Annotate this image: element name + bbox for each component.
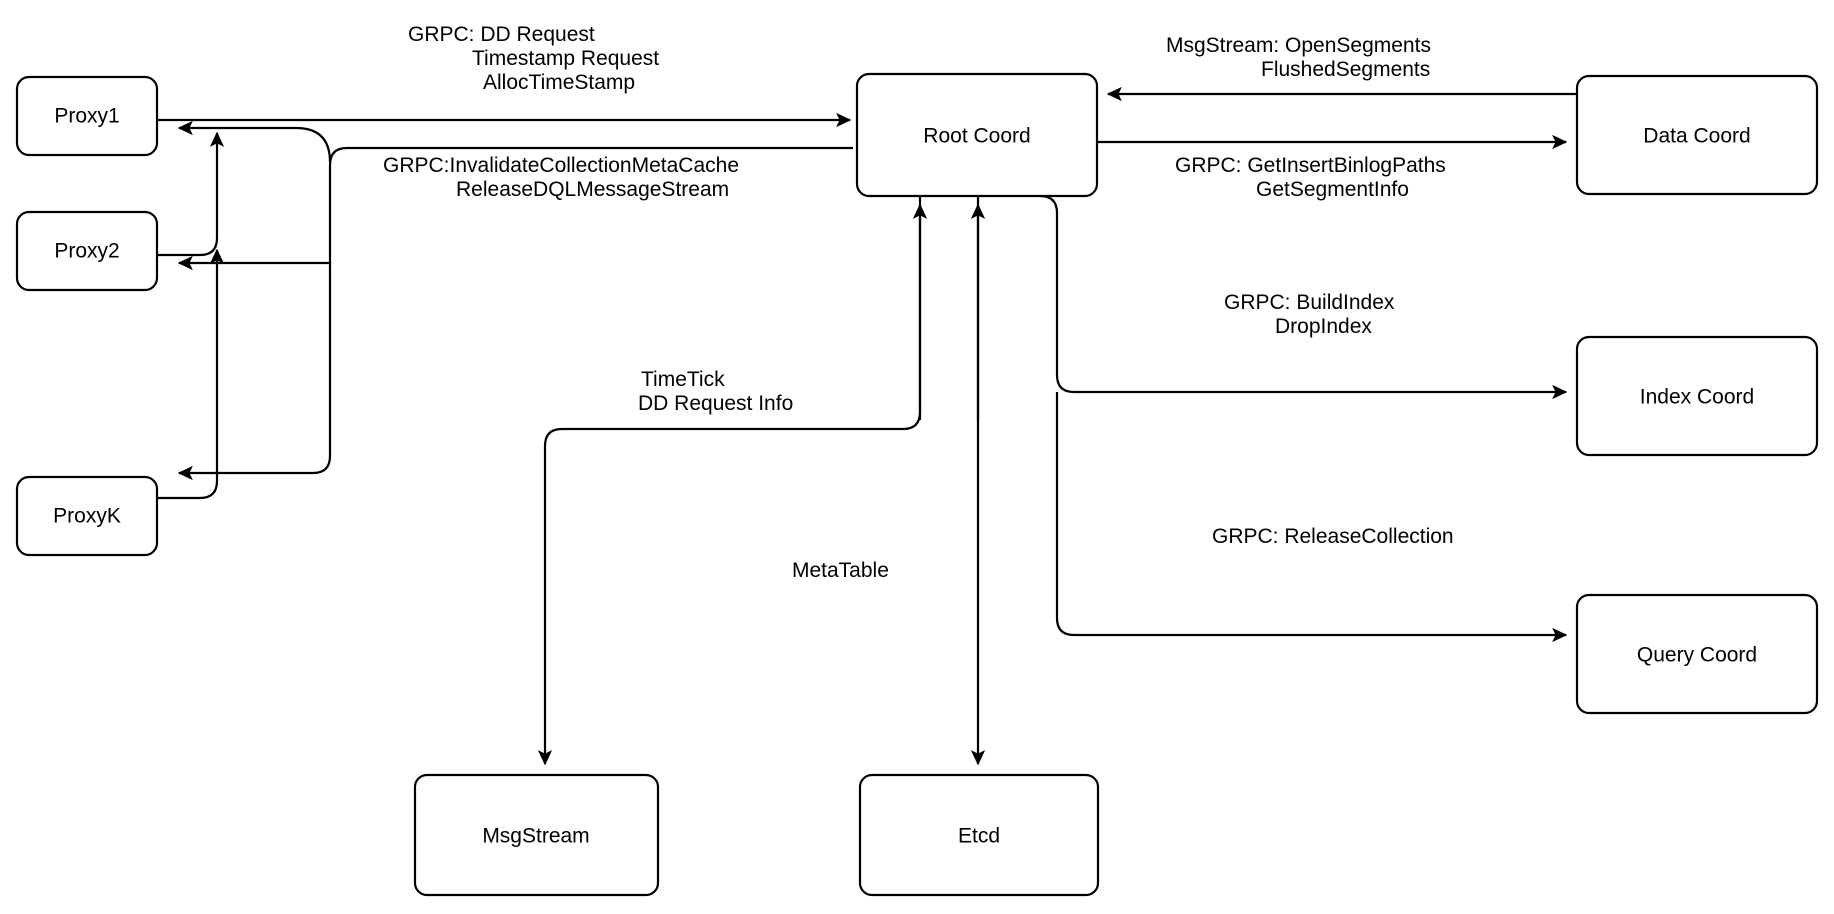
node-rootcoord-label: Root Coord [923,125,1030,148]
edge-label-datacoord-to-root: MsgStream: OpenSegments FlushedSegments [1166,34,1431,81]
edge-label-root-to-msgstream-line-1: TimeTick [641,368,725,391]
edge-label-root-to-datacoord-line-2: GetSegmentInfo [1256,178,1409,201]
node-etcd-label: Etcd [958,825,1000,848]
node-rootcoord[interactable]: Root Coord [855,72,1099,198]
edge-rootcoord-to-querycoord[interactable] [1055,392,1568,643]
edge-rootcoord-to-proxyk[interactable] [177,146,853,481]
edge-label-root-to-querycoord: GRPC: ReleaseCollection [1212,525,1454,548]
node-proxy1[interactable]: Proxy1 [15,75,159,157]
edge-label-root-to-etcd: MetaTable [792,559,889,582]
node-querycoord-label: Query Coord [1637,644,1757,667]
edge-label-datacoord-to-root-line-1: MsgStream: OpenSegments [1166,34,1431,57]
edge-rootcoord-to-msgstream[interactable] [537,196,922,766]
node-msgstream[interactable]: MsgStream [413,773,660,897]
node-indexcoord[interactable]: Index Coord [1575,335,1819,457]
node-proxy2-label: Proxy2 [54,240,119,263]
edge-rootcoord-proxy1-elbow [295,126,332,163]
edge-proxyk-to-rootcoord[interactable] [157,248,225,500]
edge-rootcoord-to-indexcoord[interactable] [1039,194,1568,400]
edge-label-root-to-proxy-line-2: ReleaseDQLMessageStream [456,178,729,201]
edge-label-proxy-to-root-line-2: Timestamp Request [472,47,659,70]
edge-label-root-to-datacoord-line-1: GRPC: GetInsertBinlogPaths [1175,154,1446,177]
edge-label-root-to-msgstream-line-2: DD Request Info [638,392,793,415]
edges-layer [157,86,1577,766]
edge-label-root-to-proxy: GRPC:InvalidateCollectionMetaCache Relea… [383,154,739,201]
edge-label-root-to-datacoord: GRPC: GetInsertBinlogPaths GetSegmentInf… [1175,154,1446,201]
node-msgstream-label: MsgStream [482,825,589,848]
edge-label-root-to-etcd-line-1: MetaTable [792,559,889,582]
node-proxyk-label: ProxyK [53,505,121,528]
edge-labels-layer: GRPC: DD Request Timestamp Request Alloc… [383,23,1454,582]
node-proxy1-label: Proxy1 [54,105,119,128]
node-datacoord-label: Data Coord [1643,125,1750,148]
node-querycoord[interactable]: Query Coord [1575,593,1819,715]
nodes-layer: Proxy1 Proxy2 ProxyK Root Coord Data Coo… [15,72,1819,897]
node-proxyk[interactable]: ProxyK [15,475,159,557]
edge-label-datacoord-to-root-line-2: FlushedSegments [1261,58,1430,81]
edge-label-root-to-proxy-line-1: GRPC:InvalidateCollectionMetaCache [383,154,739,177]
edge-label-root-to-indexcoord: GRPC: BuildIndex DropIndex [1224,291,1395,338]
edge-label-proxy-to-root-line-1: GRPC: DD Request [408,23,595,46]
edge-label-root-to-msgstream: TimeTick DD Request Info [638,368,793,415]
edge-label-root-to-indexcoord-line-1: GRPC: BuildIndex [1224,291,1395,314]
node-indexcoord-label: Index Coord [1640,386,1754,409]
edge-label-proxy-to-root-line-3: AllocTimeStamp [483,71,635,94]
node-etcd[interactable]: Etcd [858,773,1100,897]
edge-proxy2-to-rootcoord[interactable] [157,131,225,257]
node-datacoord[interactable]: Data Coord [1575,74,1819,196]
edge-label-proxy-to-root: GRPC: DD Request Timestamp Request Alloc… [408,23,659,94]
edge-label-root-to-querycoord-line-1: GRPC: ReleaseCollection [1212,525,1454,548]
edge-label-root-to-indexcoord-line-2: DropIndex [1275,315,1372,338]
node-proxy2[interactable]: Proxy2 [15,210,159,292]
